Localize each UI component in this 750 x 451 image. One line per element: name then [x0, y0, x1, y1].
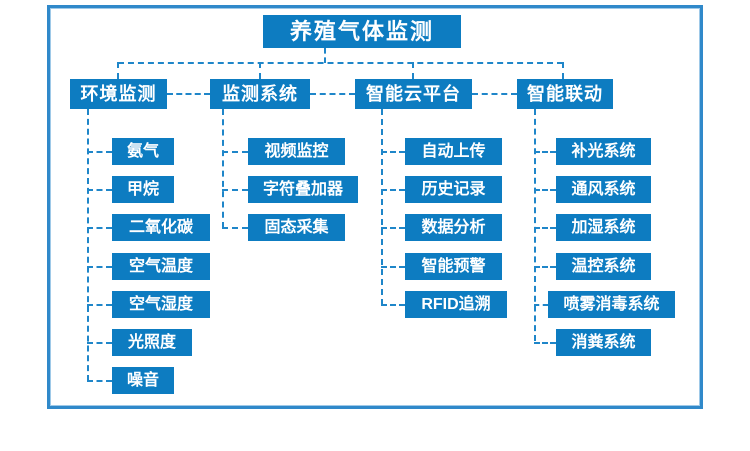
leaf-node-air-humidity: 空气湿度 [112, 291, 210, 318]
leaf-node-noise: 噪音 [112, 367, 174, 394]
connector-spine-cloud-platform [381, 109, 383, 305]
connector-drop-smart-linkage [562, 62, 564, 79]
connector-trunk [118, 62, 563, 64]
leaf-node-ammonia: 氨气 [112, 138, 174, 165]
connector-root-riser [324, 48, 326, 63]
connector-stub [534, 304, 548, 306]
leaf-node-history-records: 历史记录 [405, 176, 502, 203]
connector-stub [87, 380, 112, 382]
connector-stub [222, 151, 248, 153]
connector-stub [87, 151, 112, 153]
connector-drop-monitoring-system [259, 62, 261, 79]
connector-stub [534, 151, 556, 153]
connector-header-link-2 [310, 93, 355, 95]
connector-stub [87, 342, 112, 344]
branch-node-smart-cloud-platform: 智能云平台 [355, 79, 472, 109]
connector-stub [534, 266, 556, 268]
branch-node-monitoring-system: 监测系统 [210, 79, 310, 109]
connector-stub [534, 342, 556, 344]
leaf-node-manure-removal-system: 消粪系统 [556, 329, 651, 356]
connector-spine-environment [87, 109, 89, 381]
leaf-node-data-analysis: 数据分析 [405, 214, 502, 241]
branch-node-smart-linkage: 智能联动 [517, 79, 613, 109]
connector-stub [381, 227, 405, 229]
leaf-node-methane: 甲烷 [112, 176, 174, 203]
branch-node-environment-monitoring: 环境监测 [70, 79, 167, 109]
diagram-frame-border [47, 5, 703, 409]
leaf-node-fill-light-system: 补光系统 [556, 138, 651, 165]
connector-stub [534, 189, 556, 191]
leaf-node-character-overlay: 字符叠加器 [248, 176, 358, 203]
connector-stub [381, 151, 405, 153]
connector-stub [381, 266, 405, 268]
leaf-node-ventilation-system: 通风系统 [556, 176, 651, 203]
connector-header-link-1 [167, 93, 210, 95]
connector-stub [87, 227, 112, 229]
connector-stub [87, 266, 112, 268]
leaf-node-humidification-system: 加湿系统 [556, 214, 651, 241]
connector-header-link-3 [472, 93, 517, 95]
connector-stub [381, 304, 405, 306]
leaf-node-spray-disinfection-system: 喷雾消毒系统 [548, 291, 675, 318]
connector-stub [534, 227, 556, 229]
leaf-node-temperature-control-system: 温控系统 [556, 253, 651, 280]
connector-spine-smart-linkage [534, 109, 536, 341]
root-node-breeding-gas-monitoring: 养殖气体监测 [263, 15, 461, 48]
leaf-node-illuminance: 光照度 [112, 329, 192, 356]
leaf-node-carbon-dioxide: 二氧化碳 [112, 214, 210, 241]
connector-stub [381, 189, 405, 191]
connector-spine-monitoring-system [222, 109, 224, 228]
connector-stub [222, 227, 248, 229]
connector-drop-cloud-platform [412, 62, 414, 79]
leaf-node-smart-alert: 智能预警 [405, 253, 502, 280]
leaf-node-solid-state-collection: 固态采集 [248, 214, 345, 241]
leaf-node-video-surveillance: 视频监控 [248, 138, 345, 165]
connector-stub [87, 304, 112, 306]
connector-stub [222, 189, 248, 191]
connector-drop-environment [117, 62, 119, 79]
leaf-node-rfid-tracing: RFID追溯 [405, 291, 507, 318]
leaf-node-auto-upload: 自动上传 [405, 138, 502, 165]
connector-stub [87, 189, 112, 191]
leaf-node-air-temperature: 空气温度 [112, 253, 210, 280]
